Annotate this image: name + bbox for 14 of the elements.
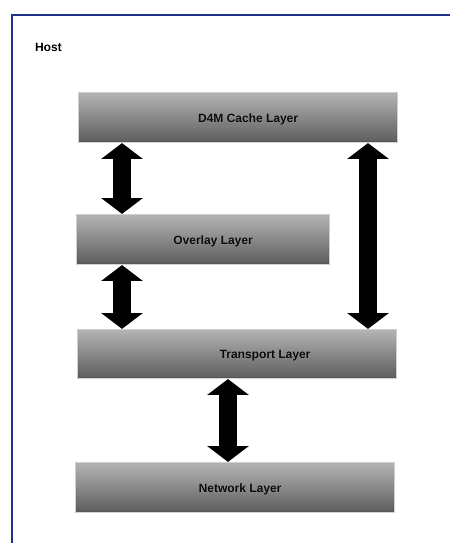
- double-arrow: [347, 143, 389, 329]
- layer-label: Overlay Layer: [173, 232, 253, 246]
- layer-label: Transport Layer: [220, 347, 310, 361]
- host-frame: [11, 14, 450, 543]
- layer-box: [76, 214, 330, 265]
- layer-box: [78, 92, 398, 143]
- double-arrow: [101, 265, 143, 329]
- double-arrow: [101, 143, 143, 214]
- layer-box: [77, 329, 397, 379]
- double-arrow: [207, 379, 249, 462]
- frame-title: Host: [35, 40, 62, 54]
- layer-box: [75, 462, 395, 513]
- layer-label: D4M Cache Layer: [198, 110, 298, 124]
- layer-label: Network Layer: [198, 480, 282, 494]
